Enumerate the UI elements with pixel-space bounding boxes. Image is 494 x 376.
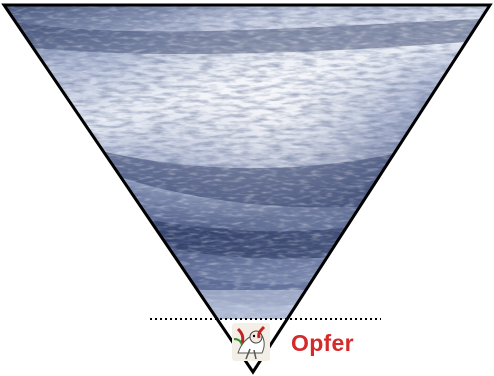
victim-icon [232, 323, 270, 361]
victim-label: Opfer [291, 330, 354, 356]
